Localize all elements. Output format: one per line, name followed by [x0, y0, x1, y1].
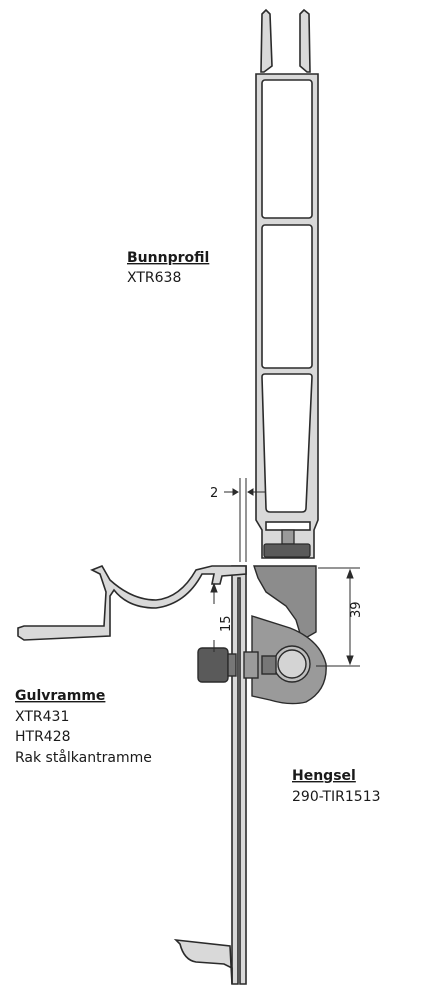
gulvramme-code-1: XTR431 — [15, 709, 69, 725]
dimension-hinge-height-value: 39 — [349, 601, 364, 618]
profile-bolt — [263, 529, 311, 558]
dimension-offset-lines — [210, 582, 218, 652]
gulvramme-profile — [17, 564, 247, 985]
gulvramme-title: Gulvramme — [15, 688, 105, 704]
dimension-offset-value: 15 — [219, 615, 234, 632]
dimension-hinge-lines — [316, 567, 360, 667]
bunnprofil-code: XTR638 — [127, 270, 181, 286]
hengsel-code: 290-TIR1513 — [292, 789, 381, 805]
label-bunnprofil: Bunnprofil XTR638 — [127, 250, 209, 286]
dimension-gap-lines — [224, 478, 266, 562]
hengsel-title: Hengsel — [292, 768, 356, 784]
gulvramme-code-3: Rak stålkantramme — [15, 749, 152, 766]
dimension-gap-value: 2 — [210, 486, 218, 501]
label-hengsel: Hengsel 290-TIR1513 — [292, 768, 381, 805]
bunnprofil-title: Bunnprofil — [127, 250, 209, 266]
label-gulvramme: Gulvramme XTR431 HTR428 Rak stålkantramm… — [15, 688, 152, 766]
gulvramme-code-2: HTR428 — [15, 729, 71, 745]
hengsel-hinge — [197, 565, 327, 705]
bunnprofil-profile — [255, 8, 319, 559]
